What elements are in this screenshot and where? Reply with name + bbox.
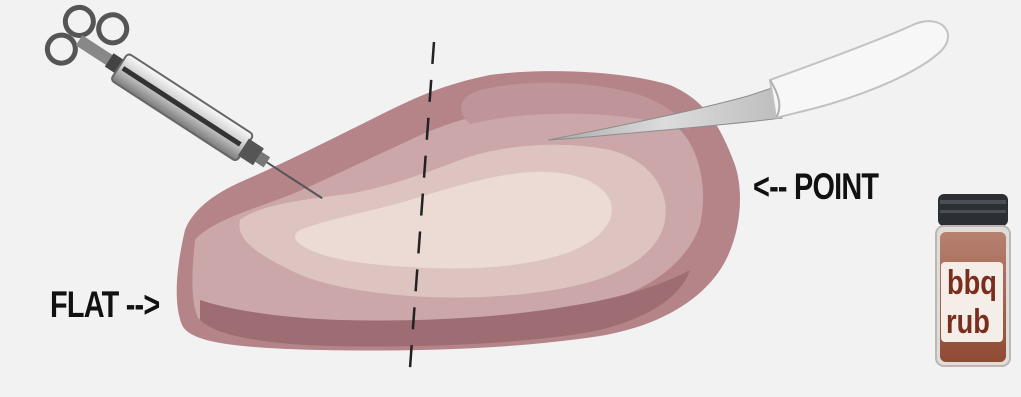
jar-label-line1: bbq: [947, 266, 997, 300]
flat-label: FLAT -->: [50, 284, 159, 326]
point-label: <-- POINT: [753, 166, 878, 208]
brisket-meat: [177, 71, 740, 350]
jar-label-line2: rub: [946, 305, 990, 339]
